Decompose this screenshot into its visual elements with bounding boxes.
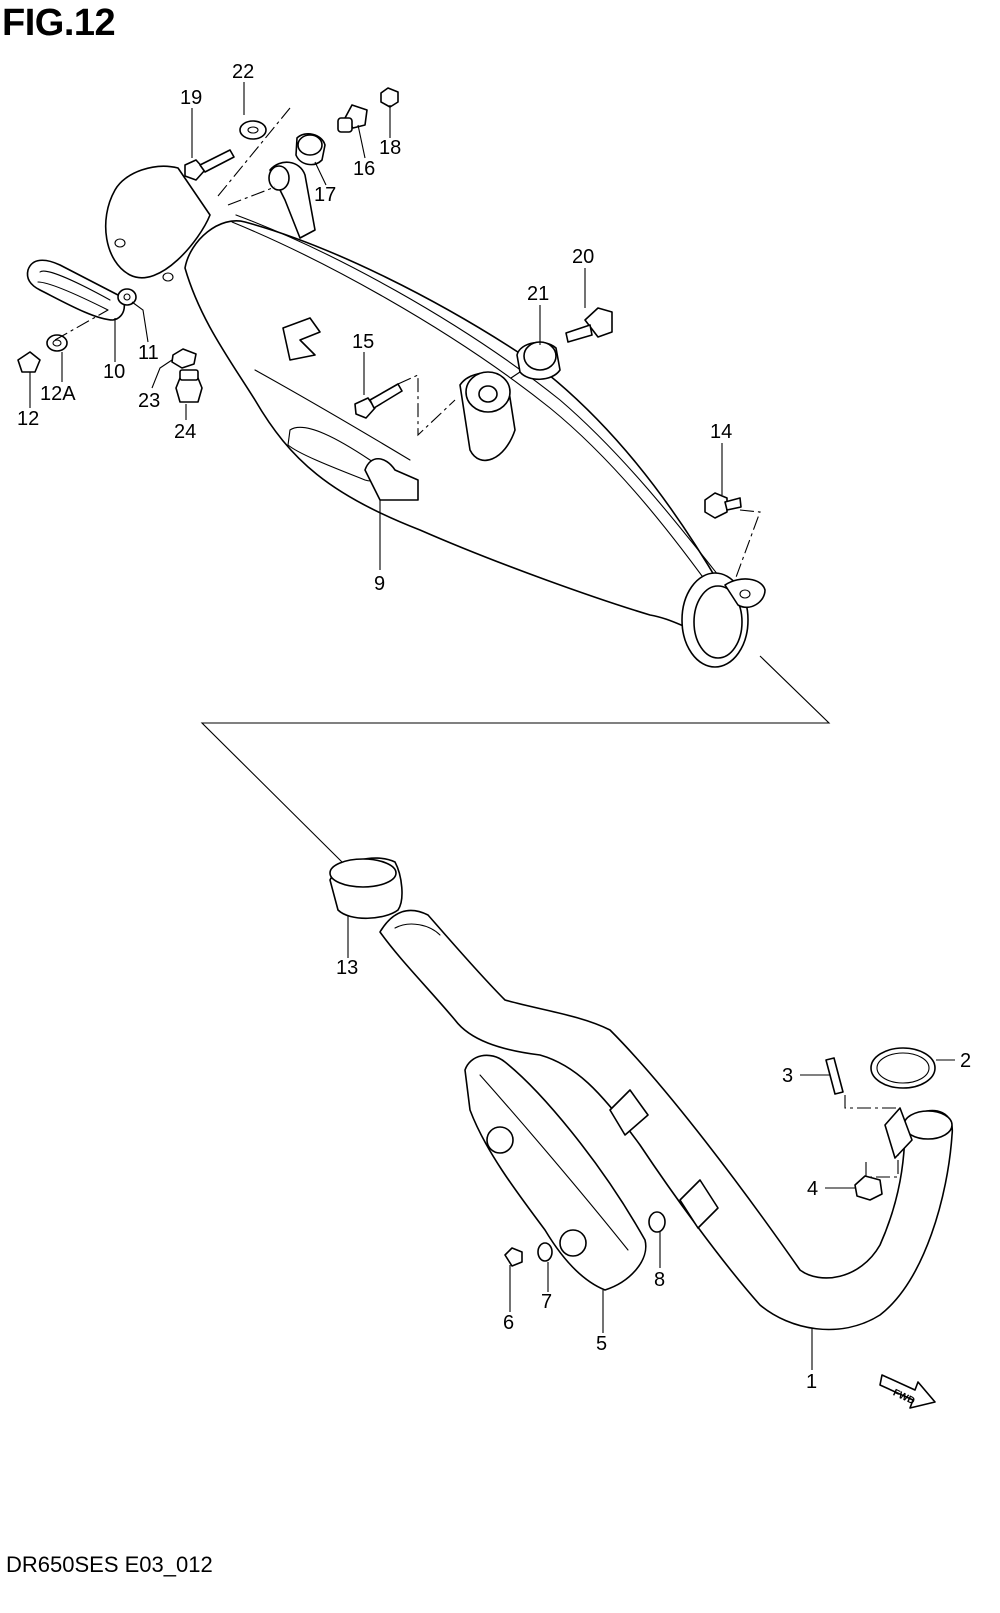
callout-22: 22 [232, 61, 254, 83]
callout-15: 15 [352, 331, 374, 353]
callout-2: 2 [960, 1050, 971, 1072]
callout-12: 12 [17, 408, 39, 430]
callout-7: 7 [541, 1291, 552, 1313]
fwd-arrow-icon: FWD [879, 1374, 936, 1409]
callout-18: 18 [379, 137, 401, 159]
callout-13: 13 [336, 957, 358, 979]
callout-24: 24 [174, 421, 196, 443]
top-hardware [17, 87, 742, 519]
muffler-assembly [104, 161, 766, 668]
guide-lines [54, 107, 899, 1178]
callout-20: 20 [572, 246, 594, 268]
callout-8: 8 [654, 1269, 665, 1291]
callout-23: 23 [138, 390, 160, 412]
bottom-hardware [504, 1047, 936, 1267]
callout-1: 1 [806, 1371, 817, 1393]
callout-21: 21 [527, 283, 549, 305]
callout-6: 6 [503, 1312, 514, 1334]
exhaust-pipe [379, 909, 953, 1331]
sleeve-13 [329, 857, 403, 920]
callout-14: 14 [710, 421, 732, 443]
callout-17: 17 [314, 184, 336, 206]
leader-lines [29, 82, 955, 1370]
callout-11: 11 [138, 342, 159, 364]
callout-3: 3 [782, 1065, 793, 1087]
callout-5: 5 [596, 1333, 607, 1355]
heat-shield [464, 1054, 647, 1291]
callout-9: 9 [374, 573, 385, 595]
callout-19: 19 [180, 87, 202, 109]
callout-16: 16 [353, 158, 375, 180]
figure-title: FIG.12 [2, 2, 116, 44]
callout-10: 10 [103, 361, 125, 383]
callout-labels: 22 19 17 16 18 11 10 12A 12 23 24 15 21 … [17, 61, 971, 1393]
callout-12a: 12A [40, 383, 76, 405]
callout-4: 4 [807, 1178, 818, 1200]
diagram-code: DR650SES E03_012 [6, 1552, 213, 1577]
